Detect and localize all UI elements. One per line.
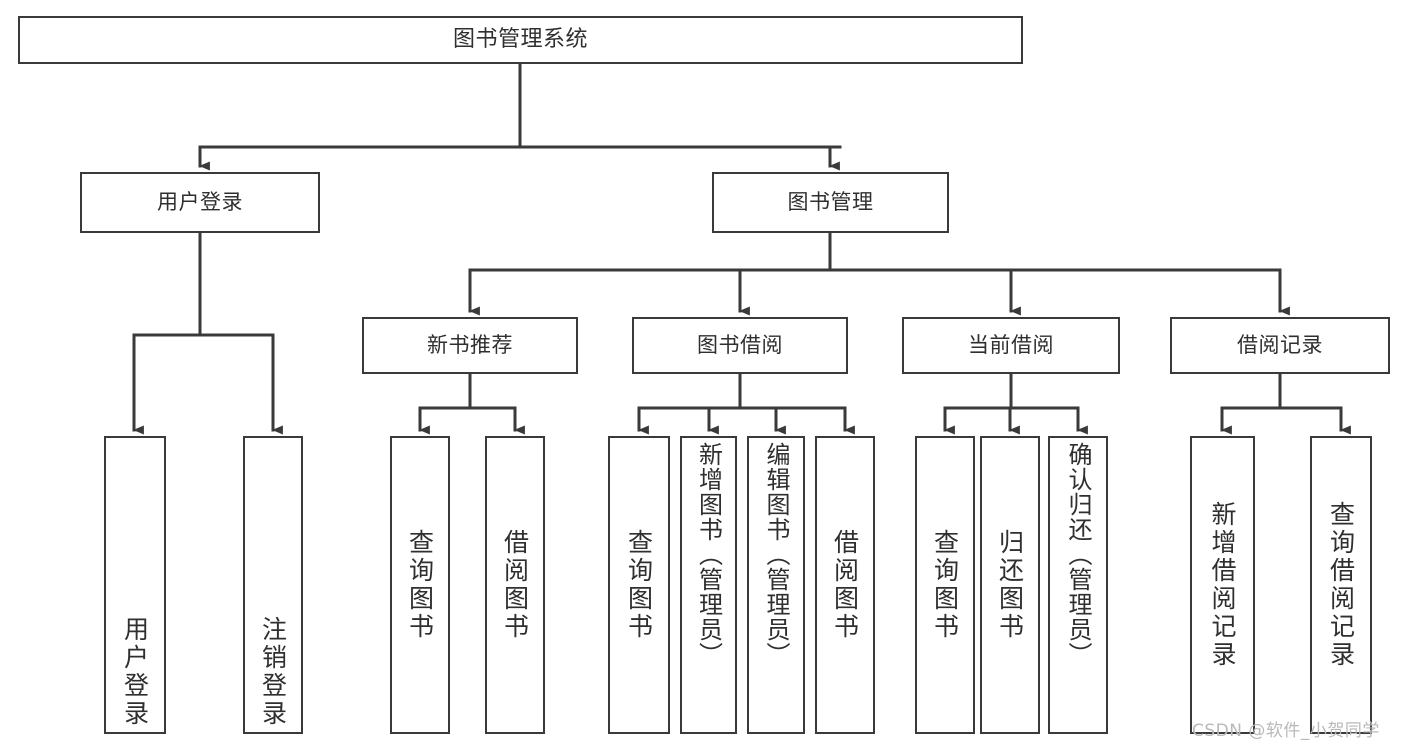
- leaf-query-borrow-record-label: 查询借阅记录: [1326, 501, 1356, 669]
- leaf-confirm-return-admin-label: 确认归还（管理员）: [1064, 442, 1092, 667]
- leaf-logout-label: 注销登录: [258, 616, 288, 728]
- leaf-logout[interactable]: 注销登录: [243, 436, 303, 734]
- node-book-borrow[interactable]: 图书借阅: [632, 317, 848, 374]
- node-user-login-label: 用户登录: [157, 189, 243, 214]
- node-root[interactable]: 图书管理系统: [18, 16, 1023, 64]
- csdn-watermark: CSDN @软件_小贺同学: [1192, 721, 1380, 741]
- leaf-query-book-borrow[interactable]: 查询图书: [608, 436, 670, 734]
- leaf-borrow-book-recommend-label: 借阅图书: [500, 529, 530, 641]
- node-book-borrow-label: 图书借阅: [697, 332, 783, 357]
- node-current-borrow[interactable]: 当前借阅: [902, 317, 1120, 374]
- leaf-return-book-label: 归还图书: [995, 529, 1025, 641]
- leaf-query-book-current-label: 查询图书: [930, 529, 960, 641]
- node-new-book-recommend-label: 新书推荐: [427, 332, 513, 357]
- node-book-management[interactable]: 图书管理: [712, 172, 949, 233]
- node-borrow-records-label: 借阅记录: [1237, 332, 1323, 357]
- leaf-add-borrow-record-label: 新增借阅记录: [1208, 501, 1237, 669]
- node-current-borrow-label: 当前借阅: [968, 332, 1054, 357]
- leaf-query-borrow-record[interactable]: 查询借阅记录: [1310, 436, 1372, 734]
- leaf-edit-book-admin[interactable]: 编辑图书（管理员）: [747, 436, 805, 734]
- node-user-login[interactable]: 用户登录: [80, 172, 320, 233]
- leaf-query-book-recommend-label: 查询图书: [405, 529, 435, 641]
- leaf-add-book-admin[interactable]: 新增图书（管理员）: [680, 436, 737, 734]
- node-root-label: 图书管理系统: [452, 26, 588, 52]
- leaf-borrow-book-recommend[interactable]: 借阅图书: [485, 436, 545, 734]
- leaf-query-book-recommend[interactable]: 查询图书: [390, 436, 450, 734]
- leaf-query-book-current[interactable]: 查询图书: [915, 436, 975, 734]
- leaf-add-book-admin-label: 新增图书（管理员）: [694, 442, 723, 667]
- leaf-confirm-return-admin[interactable]: 确认归还（管理员）: [1048, 436, 1108, 734]
- leaf-user-login[interactable]: 用户登录: [104, 436, 166, 734]
- node-borrow-records[interactable]: 借阅记录: [1170, 317, 1390, 374]
- leaf-add-borrow-record[interactable]: 新增借阅记录: [1190, 436, 1255, 734]
- leaf-edit-book-admin-label: 编辑图书（管理员）: [762, 442, 790, 667]
- leaf-lend-book-label: 借阅图书: [830, 529, 860, 641]
- leaf-lend-book[interactable]: 借阅图书: [815, 436, 875, 734]
- leaf-user-login-label: 用户登录: [120, 616, 150, 728]
- node-new-book-recommend[interactable]: 新书推荐: [362, 317, 578, 374]
- leaf-query-book-borrow-label: 查询图书: [624, 529, 654, 641]
- leaf-return-book[interactable]: 归还图书: [980, 436, 1040, 734]
- node-book-management-label: 图书管理: [787, 189, 874, 214]
